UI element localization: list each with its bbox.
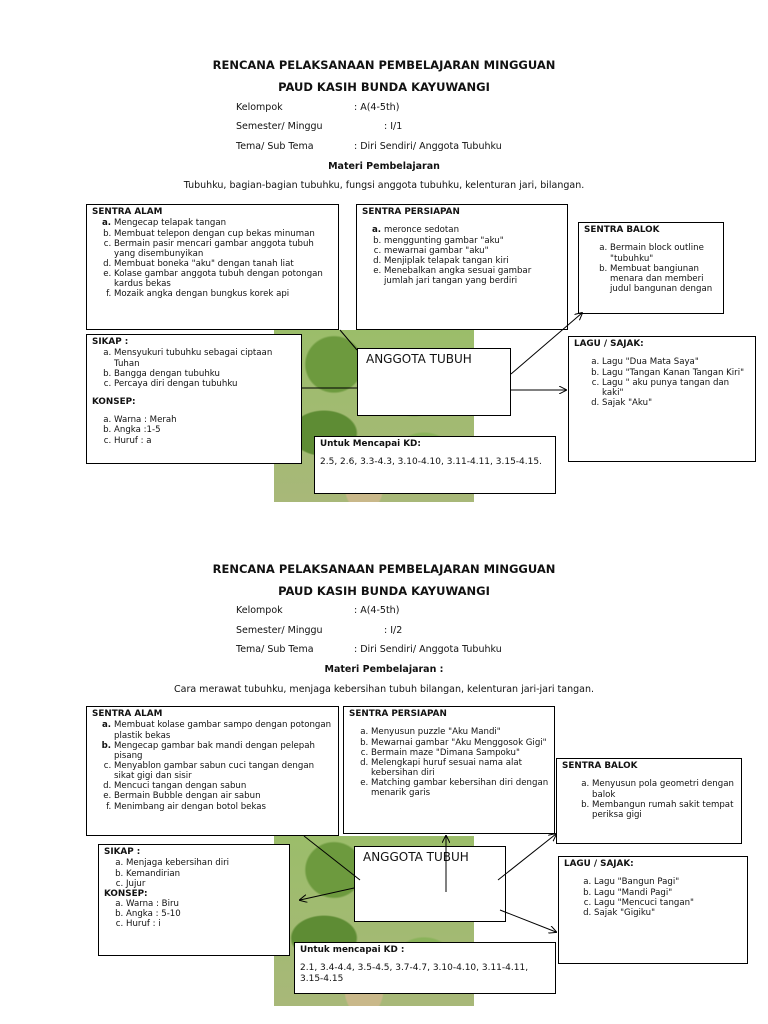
- kelompok-value: : A(4-5th): [354, 605, 400, 616]
- list-item: meronce sedotan: [384, 225, 562, 235]
- list-item: Menyusun puzzle "Aku Mandi": [371, 727, 549, 737]
- list-item: Menebalkan angka sesuai gambar jumlah ja…: [384, 266, 562, 286]
- list-item: Kemandirian: [126, 869, 284, 879]
- center-topic-box: ANGGOTA TUBUH: [357, 348, 511, 416]
- sentra-persiapan-box: SENTRA PERSIAPAN meronce sedotan menggun…: [356, 204, 568, 330]
- lagu-sajak-box: LAGU / SAJAK: Lagu "Bangun Pagi" Lagu "M…: [558, 856, 748, 964]
- lagu-heading: LAGU / SAJAK:: [564, 859, 634, 869]
- document-title: RENCANA PELAKSANAAN PEMBELAJARAN MINGGUA…: [212, 562, 556, 576]
- sentra-balok-heading: SENTRA BALOK: [584, 225, 660, 235]
- list-item: Mensyukuri tubuhku sebagai ciptaan Tuhan: [114, 348, 296, 368]
- sikap-heading: SIKAP :: [92, 337, 129, 347]
- materi-text: Tubuhku, bagian-bagian tubuhku, fungsi a…: [183, 180, 585, 191]
- materi-text: Cara merawat tubuhku, menjaga kebersihan…: [173, 684, 594, 695]
- lagu-heading: LAGU / SAJAK:: [574, 339, 644, 349]
- materi-label: Materi Pembelajaran: [328, 161, 440, 172]
- center-topic-box: ANGGOTA TUBUH: [354, 846, 506, 922]
- list-item: Lagu "Mandi Pagi": [594, 888, 742, 898]
- list-item: Sajak "Aku": [602, 398, 750, 408]
- konsep-heading: KONSEP:: [92, 396, 136, 407]
- sentra-alam-box: SENTRA ALAM Mengecap telapak tangan Memb…: [86, 204, 339, 330]
- list-item: Mewarnai gambar "Aku Menggosok Gigi": [371, 738, 549, 748]
- sikap-heading: SIKAP :: [104, 847, 141, 857]
- kd-heading: Untuk Mencapai KD:: [320, 439, 421, 449]
- materi-label: Materi Pembelajaran :: [324, 664, 444, 675]
- list-item: Angka : 5-10: [126, 909, 284, 919]
- sentra-balok-box: SENTRA BALOK Bermain block outline "tubu…: [578, 222, 724, 314]
- list-item: Bangga dengan tubuhku: [114, 369, 296, 379]
- sentra-alam-heading: SENTRA ALAM: [92, 207, 163, 217]
- sentra-persiapan-heading: SENTRA PERSIAPAN: [349, 709, 447, 719]
- kelompok-value: : A(4-5th): [354, 102, 400, 113]
- semester-label: Semester/ Minggu: [236, 625, 323, 636]
- semester-label: Semester/ Minggu: [236, 121, 323, 132]
- list-item: Jujur: [126, 879, 284, 889]
- kd-box: Untuk Mencapai KD: 2.5, 2.6, 3.3-4.3, 3.…: [314, 436, 556, 494]
- semester-value: : I/2: [384, 625, 403, 636]
- list-item: Bermain pasir mencari gambar anggota tub…: [114, 239, 333, 259]
- sentra-alam-box: SENTRA ALAM Membuat kolase gambar sampo …: [86, 706, 339, 836]
- sikap-box: SIKAP : Menjaga kebersihan diri Kemandir…: [98, 844, 290, 956]
- document-title: RENCANA PELAKSANAAN PEMBELAJARAN MINGGUA…: [212, 58, 556, 72]
- kd-text: 2.1, 3.4-4.4, 3.5-4.5, 3.7-4.7, 3.10-4.1…: [300, 963, 529, 984]
- list-item: Menyusun pola geometri dengan balok: [592, 779, 736, 799]
- list-item: Menimbang air dengan botol bekas: [114, 802, 333, 812]
- list-item: Membangun rumah sakit tempat periksa gig…: [592, 800, 736, 820]
- list-item: Bermain block outline "tubuhku": [610, 243, 718, 263]
- list-item: Lagu "Dua Mata Saya": [602, 357, 750, 367]
- kd-heading: Untuk mencapai KD :: [300, 945, 405, 955]
- list-item: Lagu "Tangan Kanan Tangan Kiri": [602, 368, 750, 378]
- lagu-sajak-box: LAGU / SAJAK: Lagu "Dua Mata Saya" Lagu …: [568, 336, 756, 462]
- list-item: Bermain Bubble dengan air sabun: [114, 791, 333, 801]
- list-item: Menjaga kebersihan diri: [126, 858, 284, 868]
- tema-value: : Diri Sendiri/ Anggota Tubuhku: [354, 644, 502, 655]
- sentra-balok-heading: SENTRA BALOK: [562, 761, 638, 771]
- list-item: Mozaik angka dengan bungkus korek api: [114, 289, 333, 299]
- kd-box: Untuk mencapai KD : 2.1, 3.4-4.4, 3.5-4.…: [294, 942, 556, 994]
- kd-text: 2.5, 2.6, 3.3-4.3, 3.10-4.10, 3.11-4.11,…: [320, 457, 542, 468]
- list-item: Kolase gambar anggota tubuh dengan poton…: [114, 269, 333, 289]
- list-item: Percaya diri dengan tubuhku: [114, 379, 296, 389]
- list-item: Lagu "Mencuci tangan": [594, 898, 742, 908]
- kelompok-label: Kelompok: [236, 605, 283, 616]
- list-item: Lagu "Bangun Pagi": [594, 877, 742, 887]
- list-item: Membuat telepon dengan cup bekas minuman: [114, 229, 333, 239]
- sikap-box: SIKAP : Mensyukuri tubuhku sebagai cipta…: [86, 334, 302, 464]
- list-item: Huruf : a: [114, 436, 296, 446]
- list-item: Menjiplak telapak tangan kiri: [384, 256, 562, 266]
- kelompok-label: Kelompok: [236, 102, 283, 113]
- list-item: Mengecap telapak tangan: [114, 218, 333, 228]
- list-item: Mencuci tangan dengan sabun: [114, 781, 333, 791]
- list-item: Sajak "Gigiku": [594, 908, 742, 918]
- list-item: Warna : Biru: [126, 899, 284, 909]
- list-item: Membuat kolase gambar sampo dengan poton…: [114, 720, 333, 740]
- list-item: Angka :1-5: [114, 425, 296, 435]
- konsep-heading: KONSEP:: [104, 888, 148, 899]
- list-item: Huruf : i: [126, 919, 284, 929]
- list-item: Melengkapi huruf sesuai nama alat kebers…: [371, 758, 549, 778]
- list-item: Warna : Merah: [114, 415, 296, 425]
- list-item: Mengecap gambar bak mandi dengan pelepah…: [114, 741, 333, 761]
- tema-label: Tema/ Sub Tema: [236, 141, 314, 152]
- list-item: Matching gambar kebersihan diri dengan m…: [371, 778, 549, 798]
- list-item: mewarnai gambar "aku": [384, 246, 562, 256]
- sentra-alam-heading: SENTRA ALAM: [92, 709, 163, 719]
- school-name: PAUD KASIH BUNDA KAYUWANGI: [278, 80, 490, 94]
- tema-label: Tema/ Sub Tema: [236, 644, 314, 655]
- sentra-balok-box: SENTRA BALOK Menyusun pola geometri deng…: [556, 758, 742, 844]
- list-item: Menyablon gambar sabun cuci tangan denga…: [114, 761, 333, 781]
- semester-value: : I/1: [384, 121, 403, 132]
- school-name: PAUD KASIH BUNDA KAYUWANGI: [278, 584, 490, 598]
- sentra-persiapan-box: SENTRA PERSIAPAN Menyusun puzzle "Aku Ma…: [343, 706, 555, 834]
- list-item: Bermain maze "Dimana Sampoku": [371, 748, 549, 758]
- sentra-persiapan-heading: SENTRA PERSIAPAN: [362, 207, 460, 217]
- list-item: menggunting gambar "aku": [384, 236, 562, 246]
- list-item: Lagu " aku punya tangan dan kaki": [602, 378, 750, 398]
- list-item: Membuat boneka "aku" dengan tanah liat: [114, 259, 333, 269]
- list-item: Membuat bangiunan menara dan memberi jud…: [610, 264, 718, 294]
- tema-value: : Diri Sendiri/ Anggota Tubuhku: [354, 141, 502, 152]
